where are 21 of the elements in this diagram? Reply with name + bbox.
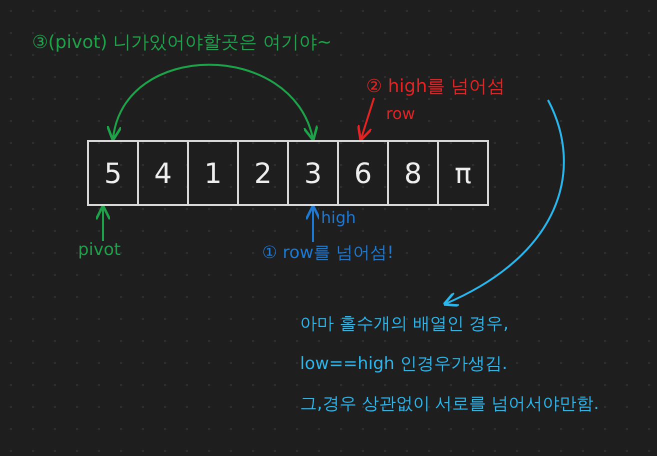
array-cell: 8 (387, 140, 439, 206)
array-cell: π (437, 140, 489, 206)
array-cell: 3 (287, 140, 339, 206)
arrow (94, 204, 112, 241)
curved-arrow (108, 64, 317, 142)
annotation-text: ③(pivot) 니가있어야할곳은 여기야~ (32, 31, 332, 54)
step-note: ② high를 넘어섬 (366, 74, 505, 98)
arrow (304, 204, 322, 242)
array-cell: 4 (137, 140, 189, 206)
note-line: 아마 홀수개의 배열인 경우, (300, 313, 510, 336)
array-cell: 1 (187, 140, 239, 206)
array-cell: 2 (237, 140, 289, 206)
array-cell: 6 (337, 140, 389, 206)
note-line: low==high 인경우가생김. (300, 353, 508, 376)
pointer-label: pivot (78, 240, 121, 260)
note-line: 그,경우 상관없이 서로를 넘어서야만함. (300, 393, 600, 416)
step-note: ① row를 넘어섬! (262, 241, 394, 264)
arrow (356, 98, 375, 142)
edge-label: high (319, 208, 358, 227)
array-cell: 5 (87, 140, 139, 206)
arrow (442, 100, 565, 306)
